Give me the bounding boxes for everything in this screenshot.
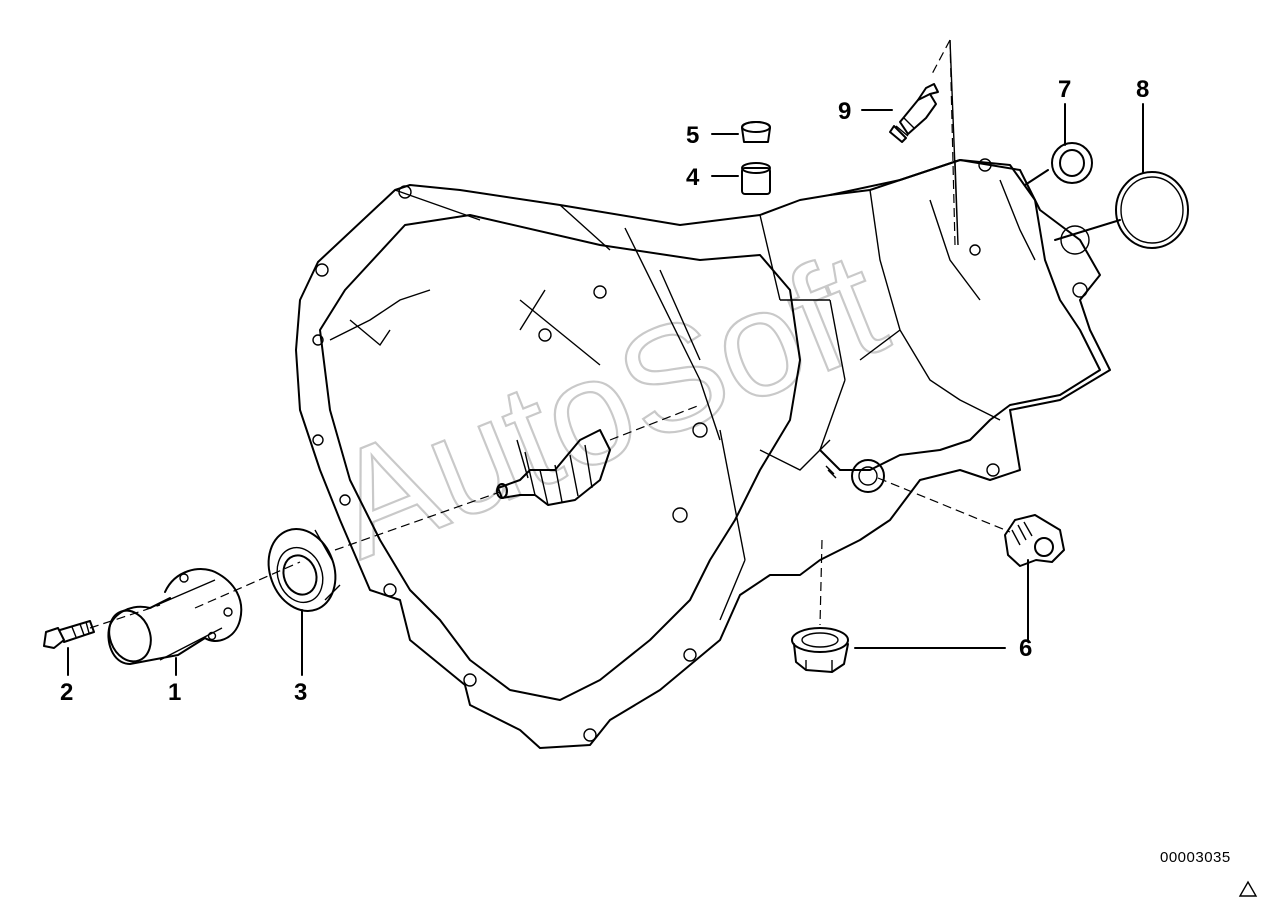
callout-1: 1: [168, 679, 181, 706]
callout-5: 5: [686, 122, 699, 149]
triangle-icon: [1238, 880, 1258, 897]
callout-6: 6: [1019, 635, 1032, 662]
callout-4: 4: [686, 164, 700, 191]
part-4-sleeve[interactable]: [741, 162, 771, 195]
watermark-text: AutoSoft: [309, 218, 905, 589]
part-9-switch[interactable]: [889, 83, 939, 143]
part-8-o-ring[interactable]: [1115, 171, 1189, 249]
callouts: 1 2 3 4 5 6 7 8 9: [60, 76, 1149, 706]
part-6-plug-upper[interactable]: [1004, 514, 1065, 567]
callout-8: 8: [1136, 76, 1149, 103]
part-6-plug-lower[interactable]: [791, 627, 849, 673]
leader-lines: [67, 103, 1144, 676]
transmission-housing: [295, 158, 1111, 749]
callout-2: 2: [60, 679, 73, 706]
part-2-bolt[interactable]: [43, 620, 95, 649]
part-1-guide-sleeve[interactable]: [102, 568, 243, 667]
callout-7: 7: [1058, 76, 1071, 103]
assembly-centerlines: [89, 39, 1011, 629]
drawing-number: 00003035: [1160, 849, 1231, 866]
callout-3: 3: [294, 679, 307, 706]
part-7-seal-ring[interactable]: [1051, 142, 1093, 184]
callout-9: 9: [838, 98, 851, 125]
part-5-plug[interactable]: [741, 121, 771, 143]
part-3-shaft-seal[interactable]: [258, 520, 347, 621]
watermark: AutoSoft: [308, 217, 907, 591]
